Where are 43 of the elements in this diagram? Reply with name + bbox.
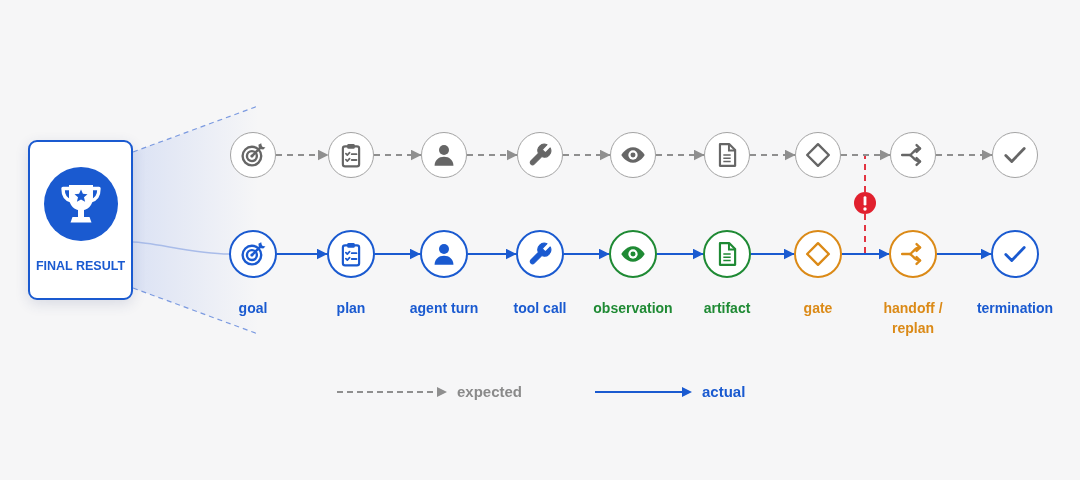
result-card	[28, 140, 133, 300]
step-circle	[421, 132, 467, 178]
dashed-arrow	[935, 149, 993, 161]
arrow	[467, 248, 517, 260]
step-circle	[795, 132, 841, 178]
step-label: gate	[802, 299, 834, 318]
dashed-arrow	[749, 149, 796, 161]
step-circle	[704, 132, 750, 178]
step-circle	[328, 132, 374, 178]
arrow	[936, 248, 992, 260]
legend-label: actual	[702, 382, 746, 402]
step-label: observation	[592, 299, 674, 318]
dashed-arrow	[466, 149, 518, 161]
dashed-arrow	[840, 149, 891, 161]
step-label: tool call	[512, 299, 568, 318]
dashed-line	[132, 105, 259, 153]
arrow	[750, 248, 795, 260]
step-label: termination	[975, 299, 1055, 318]
step-circle	[890, 132, 936, 178]
step-circle	[610, 132, 656, 178]
step-label: goal	[237, 299, 269, 318]
arrow	[563, 248, 610, 260]
dashed-line	[864, 155, 866, 193]
alert-icon	[854, 192, 876, 214]
dashed-arrow	[373, 149, 422, 161]
arrow	[841, 248, 890, 260]
dashed-line	[864, 213, 866, 254]
dashed-arrow	[655, 149, 705, 161]
step-label: artifact	[702, 299, 752, 318]
step-label: plan	[335, 299, 367, 318]
card-title: FINAL RESULT	[35, 259, 126, 273]
step-circle	[992, 132, 1038, 178]
arrow	[656, 248, 704, 260]
dashed-line	[132, 287, 259, 335]
step-circle	[517, 132, 563, 178]
dashed-arrow	[562, 149, 611, 161]
arrow	[374, 248, 421, 260]
dashed-arrow	[275, 149, 329, 161]
legend-label: expected	[457, 382, 523, 402]
step-label: agent turn	[408, 299, 480, 318]
curved-line	[132, 241, 230, 255]
arrow	[276, 248, 328, 260]
step-label: handoff / replan	[882, 299, 944, 338]
